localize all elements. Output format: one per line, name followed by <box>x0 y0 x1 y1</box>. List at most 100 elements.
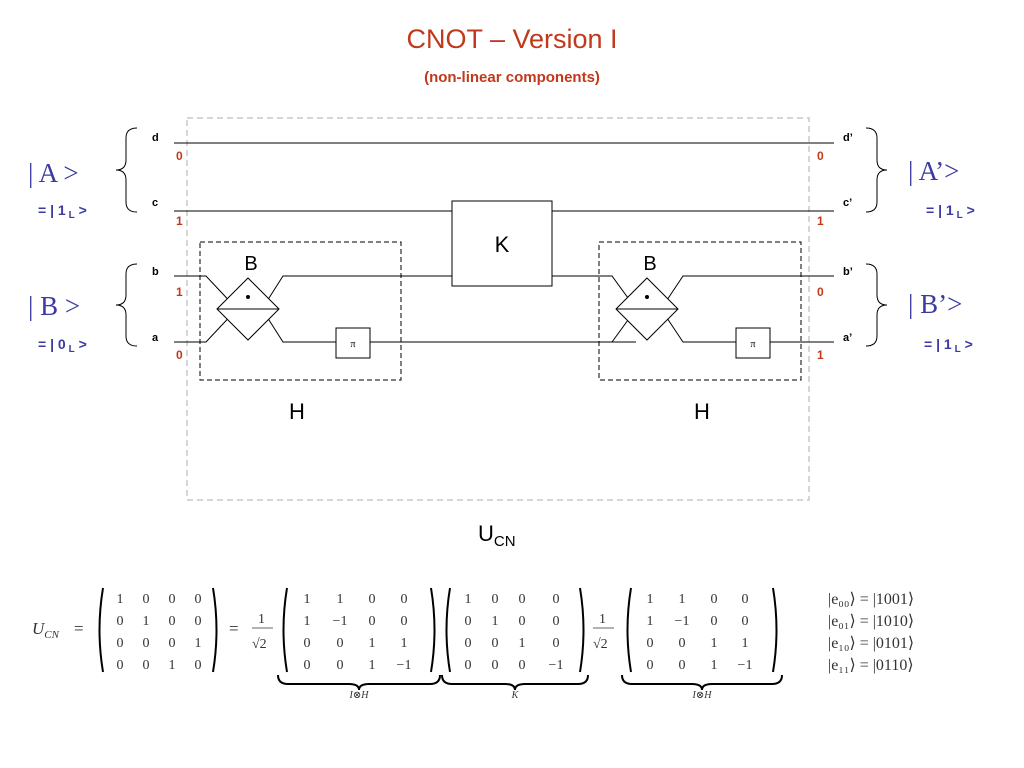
matrix-cell: 0 <box>519 658 526 673</box>
wire-b-mid <box>261 275 452 310</box>
underbrace-k-label: K <box>511 690 520 701</box>
h-left-box <box>199 241 402 381</box>
ucn-outer-box <box>186 117 810 501</box>
matrix-cell: 0 <box>401 592 408 607</box>
matrix-cell: 0 <box>553 636 560 651</box>
wire-b-in-label: b <box>152 266 159 278</box>
basis-e00: |e₀₀⟩ = |1001⟩ <box>828 591 914 608</box>
matrix-cell: 0 <box>465 658 472 673</box>
state-b-in-label: | B > <box>28 291 80 321</box>
beam-splitter-right <box>615 277 679 341</box>
pi-phase-right-label: π <box>750 339 755 350</box>
matrix-right-paren <box>772 587 778 673</box>
wire-c-in-label: c <box>152 197 158 209</box>
basis-e11: |e₁₁⟩ = |0110⟩ <box>828 657 914 674</box>
matrix-cell: 1 <box>117 592 124 607</box>
matrix-cell: 1 <box>465 592 472 607</box>
matrix-cell: 0 <box>304 658 311 673</box>
basis-e01: |e₀₁⟩ = |1010⟩ <box>828 613 914 630</box>
wire-a-mid1 <box>261 308 336 343</box>
matrix-cell: 1 <box>401 636 408 651</box>
matrix-cell: 0 <box>401 614 408 629</box>
matrix-cell: 0 <box>143 658 150 673</box>
brace-a-in <box>115 127 138 213</box>
matrix-cell: 0 <box>117 614 124 629</box>
matrix-cell: 0 <box>553 592 560 607</box>
pi-phase-right-box <box>735 327 771 359</box>
matrix-cell: 0 <box>742 592 749 607</box>
brace-b-out <box>865 263 888 347</box>
matrix-cell: 0 <box>492 592 499 607</box>
wire-a-out-label: a’ <box>843 332 852 344</box>
slide-title: CNOT – Version I <box>406 24 618 54</box>
matrix-cell: −1 <box>549 658 564 673</box>
matrix-left-paren <box>98 587 104 673</box>
matrix-cell: 1 <box>492 614 499 629</box>
h-left-label: H <box>289 399 305 424</box>
matrix-cell: 0 <box>647 636 654 651</box>
wire-c-out-bit: 1 <box>817 214 824 228</box>
underbrace-ih-right-label: I⊗H <box>692 690 713 701</box>
equation-lhs: UCN <box>32 619 60 641</box>
state-braces <box>115 127 888 347</box>
matrix-cell: 0 <box>465 614 472 629</box>
matrix-cell: 0 <box>169 636 176 651</box>
matrix-cell: 0 <box>492 636 499 651</box>
matrix-cell: 1 <box>337 592 344 607</box>
wire-a-in-bit: 0 <box>176 348 183 362</box>
matrix-cell: 0 <box>679 636 686 651</box>
beam-splitter-right-label: B <box>643 253 656 275</box>
wire-b-in-bit: 1 <box>176 285 183 299</box>
matrix-right-paren <box>579 587 585 673</box>
matrix-cell: 1 <box>195 636 202 651</box>
matrix-cell: 0 <box>143 592 150 607</box>
h-right-box <box>598 241 802 381</box>
matrix-left-paren <box>282 587 288 673</box>
matrix-cell: 0 <box>679 658 686 673</box>
matrix-cell: −1 <box>397 658 412 673</box>
k-gate-label: K <box>495 232 510 257</box>
matrix-cell: 0 <box>195 614 202 629</box>
matrix-cell: 0 <box>711 592 718 607</box>
matrix-cell: 0 <box>369 614 376 629</box>
matrix-cell: 0 <box>465 636 472 651</box>
matrix-right-paren <box>212 587 218 673</box>
wire-b-out <box>660 275 834 310</box>
k-gate-box <box>451 200 553 287</box>
matrix-cell: 0 <box>742 614 749 629</box>
matrix-right-paren <box>430 587 436 673</box>
beam-splitter-left-label: B <box>244 253 257 275</box>
factor-2-den: √2 <box>593 637 608 652</box>
state-a-in-label: | A > <box>28 158 79 188</box>
matrix-cell: 0 <box>143 636 150 651</box>
wire-a-in <box>174 308 238 343</box>
matrix-cell: 0 <box>519 614 526 629</box>
matrix-cell: 1 <box>711 636 718 651</box>
wire-a-out-bit: 1 <box>817 348 824 362</box>
wire-d-in-bit: 0 <box>176 149 183 163</box>
matrix-cell: 1 <box>169 658 176 673</box>
matrix-left-paren <box>626 587 632 673</box>
wire-a-out1 <box>660 308 736 343</box>
matrix-cell: −1 <box>333 614 348 629</box>
brace-b-in <box>115 263 138 347</box>
wires <box>174 142 834 343</box>
matrix-cell: 0 <box>169 614 176 629</box>
matrix-cell: 0 <box>304 636 311 651</box>
wire-b-in <box>174 275 238 310</box>
matrix-cell: −1 <box>738 658 753 673</box>
underbrace-ih-right <box>621 674 783 691</box>
equation-equals-2: = <box>229 619 239 638</box>
beam-splitter-left <box>216 277 280 341</box>
matrix-cell: 0 <box>337 636 344 651</box>
matrix-cell: 0 <box>169 592 176 607</box>
pi-phase-left-label: π <box>350 339 355 350</box>
